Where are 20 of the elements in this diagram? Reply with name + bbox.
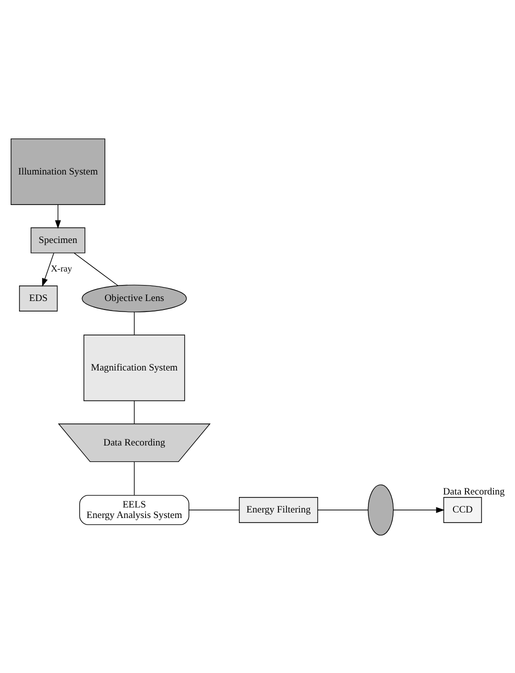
connector <box>188 509 240 510</box>
node-ellipse <box>368 484 394 536</box>
arrow <box>42 252 54 286</box>
node-box: EDS <box>19 285 58 311</box>
node-box: Magnification System <box>84 334 186 401</box>
arrow <box>55 204 61 228</box>
edge-label: X-ray <box>50 262 72 273</box>
node-box: Specimen <box>30 226 86 253</box>
connector <box>134 400 135 424</box>
connector <box>134 460 135 496</box>
node-box: Illumination System <box>10 138 106 204</box>
connector <box>134 311 135 335</box>
node-label: Data Recording <box>442 486 505 498</box>
node-box: Energy Filtering <box>238 496 318 522</box>
connector <box>317 509 368 510</box>
arrow <box>393 506 445 512</box>
node-box: EELS Energy Analysis System <box>79 494 190 525</box>
node-box: CCD <box>443 496 482 522</box>
node-ellipse: Objective Lens <box>82 284 187 312</box>
connector <box>74 252 118 286</box>
